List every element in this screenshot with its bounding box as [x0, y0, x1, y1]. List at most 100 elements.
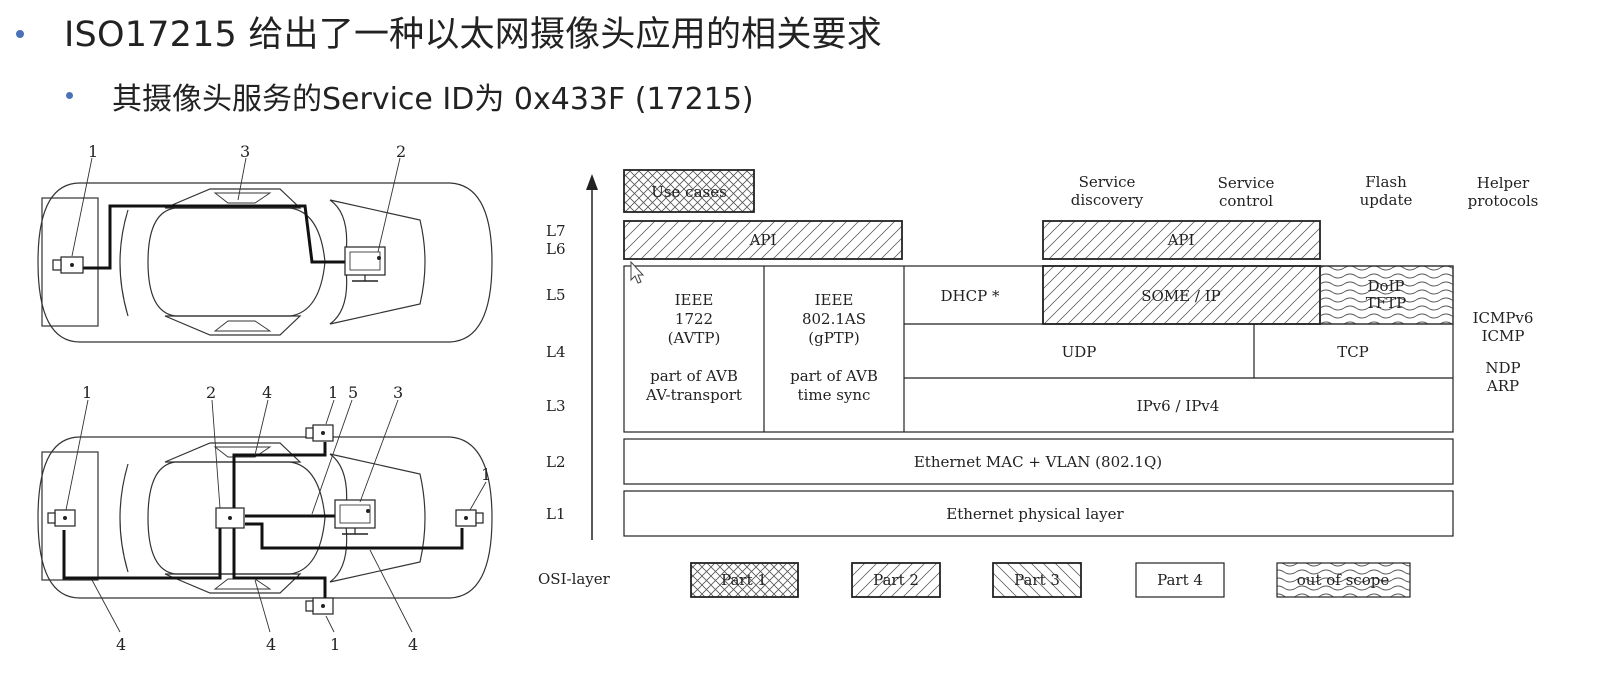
phy-box	[623, 490, 1454, 537]
someip-box	[1042, 265, 1321, 325]
osi-l1: L1	[546, 505, 566, 523]
avb-transport-line2: AV-transport	[645, 386, 742, 404]
car-bottom-label: 4	[266, 635, 276, 654]
car-top-label-1: 1	[88, 142, 98, 161]
api-left-box	[623, 220, 903, 260]
slide-subtitle: 其摄像头服务的Service ID为 0x433F (17215)	[112, 82, 754, 117]
osi-l7: L7	[546, 222, 566, 240]
osi-l6: L6	[546, 240, 566, 258]
osi-layer-label: OSI-layer	[538, 570, 611, 588]
legend-part2-box	[851, 562, 941, 598]
car-bottom-labels: 1 2 4 1 5 3 1 4 4 1 4	[82, 383, 491, 654]
car-bottom-cable-side	[245, 522, 464, 550]
car-top-cable	[80, 204, 345, 270]
ieee1722-line3: (AVTP)	[668, 329, 721, 347]
car-bottom-cable-rear	[62, 528, 222, 580]
use-cases-label: Use cases	[651, 183, 727, 201]
protocol-stack: L7 L6 L5 L4 L3 L2 L1 Use cases Service d…	[538, 169, 1539, 598]
car-top-label-2: 2	[396, 142, 406, 161]
someip-label: SOME / IP	[1141, 287, 1221, 305]
header-service-control-2: control	[1219, 192, 1273, 210]
car-top-hood	[329, 199, 426, 325]
ieee8021as-line1: IEEE	[815, 291, 854, 309]
car-bottom-body	[37, 436, 493, 599]
car-top-body	[37, 182, 493, 343]
stack-upper-frame	[623, 265, 1454, 433]
osi-l2: L2	[546, 453, 566, 471]
car-bottom-label: 1	[82, 383, 92, 402]
car-bottom-trunk	[41, 451, 99, 581]
legend-out-of-scope-label: out of scope	[1297, 571, 1390, 589]
api-left-label: API	[749, 231, 777, 249]
ieee1722-line2: 1722	[675, 310, 713, 328]
helper-arp: ARP	[1486, 377, 1519, 395]
car-bottom-label: 4	[408, 635, 418, 654]
avb-sync-line2: time sync	[798, 386, 871, 404]
legend-part3-box	[992, 562, 1082, 598]
header-service-discovery-2: discovery	[1071, 191, 1144, 209]
ieee1722-line1: IEEE	[675, 291, 714, 309]
header-service-discovery-1: Service	[1079, 173, 1136, 191]
car-bottom-diagram	[37, 399, 493, 633]
car-bottom-label: 4	[262, 383, 272, 402]
doip-box	[1319, 265, 1454, 325]
api-right-label: API	[1167, 231, 1195, 249]
slide-title: ISO17215 给出了一种以太网摄像头应用的相关要求	[64, 15, 882, 55]
header-service-control-1: Service	[1218, 174, 1275, 192]
car-bottom-label: 5	[348, 383, 358, 402]
legend-part1-box	[690, 562, 799, 598]
header-flash-update-1: Flash	[1365, 173, 1407, 191]
car-bottom-label: 1	[330, 635, 340, 654]
legend-part2-label: Part 2	[873, 571, 919, 589]
ieee8021as-line2: 802.1AS	[802, 310, 866, 328]
car-top-inner-window-lower	[213, 320, 272, 332]
car-top-rear-window	[119, 209, 129, 317]
car-bottom-cable-front-top	[232, 442, 327, 514]
legend-part1-label: Part 1	[721, 571, 767, 589]
car-bottom-label: 4	[116, 635, 126, 654]
api-right-box	[1042, 220, 1321, 260]
dhcp-label: DHCP *	[941, 287, 1000, 305]
avb-sync-line1: part of AVB	[790, 367, 878, 385]
car-top-label-3: 3	[240, 142, 250, 161]
use-cases-box	[623, 169, 755, 213]
bullet-level1	[16, 30, 24, 38]
car-bottom-label: 1	[328, 383, 338, 402]
phy-label: Ethernet physical layer	[946, 505, 1124, 523]
car-bottom-label: 2	[206, 383, 216, 402]
legend-part4-label: Part 4	[1157, 571, 1203, 589]
car-top-window-upper	[164, 188, 302, 209]
car-top-diagram	[37, 157, 493, 343]
car-top-cabin	[147, 207, 326, 317]
mac-label: Ethernet MAC + VLAN (802.1Q)	[914, 453, 1162, 471]
doip-label: DoIP	[1367, 277, 1404, 295]
car-bottom-cable-front-bottom	[232, 528, 327, 598]
legend-part4-box	[1135, 562, 1225, 598]
helper-icmp: ICMP	[1482, 327, 1525, 345]
osi-l3: L3	[546, 397, 566, 415]
tcp-label: TCP	[1337, 343, 1369, 361]
osi-l5: L5	[546, 286, 566, 304]
legend-out-of-scope-box	[1276, 562, 1411, 598]
legend-part3-label: Part 3	[1014, 571, 1060, 589]
ip-label: IPv6 / IPv4	[1137, 397, 1220, 415]
ieee8021as-line3: (gPTP)	[808, 329, 860, 347]
udp-label: UDP	[1062, 343, 1097, 361]
car-top-trunk	[41, 197, 99, 327]
mouse-cursor-icon	[630, 260, 645, 284]
helper-icmpv6: ICMPv6	[1473, 309, 1534, 327]
avb-transport-line1: part of AVB	[650, 367, 738, 385]
header-flash-update-2: update	[1360, 191, 1413, 209]
osi-l4: L4	[546, 343, 566, 361]
car-bottom-label: 3	[393, 383, 403, 402]
bullet-level2	[66, 92, 73, 99]
header-helper-2: protocols	[1468, 192, 1539, 210]
car-top-window-lower	[164, 315, 302, 336]
mac-box	[623, 438, 1454, 485]
tftp-label: TFTP	[1366, 294, 1407, 312]
osi-axis-arrow	[586, 174, 598, 190]
helper-ndp: NDP	[1485, 359, 1520, 377]
header-helper-1: Helper	[1477, 174, 1530, 192]
car-top-inner-window-upper	[213, 192, 272, 204]
